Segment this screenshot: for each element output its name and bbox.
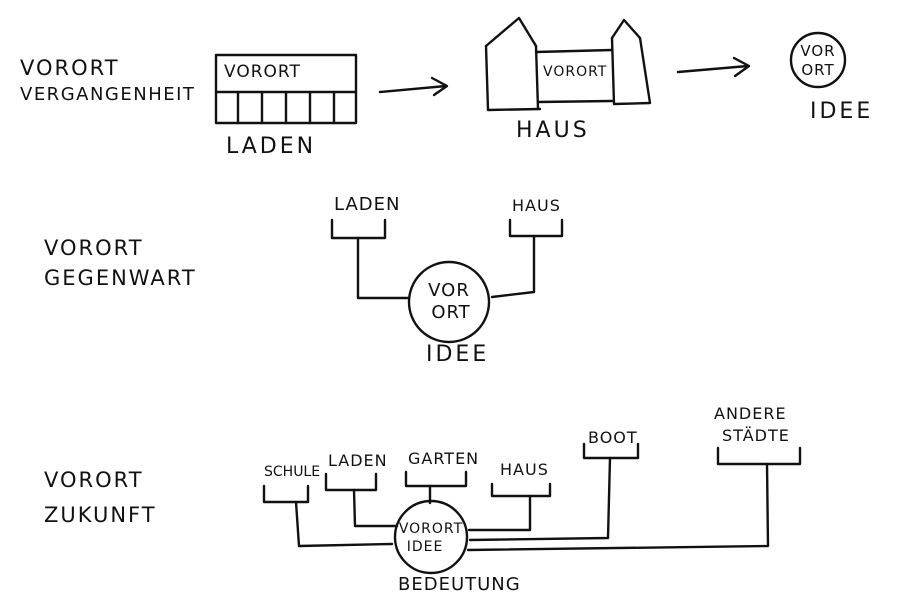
house-left-roof	[484, 16, 538, 48]
future-node-boot: BOOT	[588, 428, 638, 447]
present-center-line2: ORT	[431, 302, 471, 323]
house-bottom-edge	[536, 99, 614, 104]
house-top-edge	[534, 48, 614, 54]
connector-andere-staedte	[466, 462, 770, 552]
future-node-garten: GARTEN	[408, 449, 480, 468]
past-idea-caption: IDEE	[810, 99, 874, 124]
past-house	[484, 16, 652, 112]
past-idea-circle-line2: ORT	[801, 61, 835, 79]
row-subtitle-past: VERGANGENHEIT	[20, 84, 196, 105]
present-node-haus: HAUS	[512, 196, 561, 215]
row-title-past: VORORT	[20, 56, 120, 80]
bracket-andere-staedte	[716, 446, 802, 466]
row-title-present: VORORT	[44, 236, 144, 260]
row-title-future: VORORT	[44, 468, 144, 492]
row-subtitle-present: GEGENWART	[44, 266, 197, 290]
bracket-laden	[330, 218, 387, 240]
shop-caption: LADEN	[226, 134, 317, 159]
present-center-caption: IDEE	[426, 342, 490, 367]
connector-boot	[468, 456, 612, 542]
future-node-staedte: STÄDTE	[722, 426, 790, 445]
future-node-andere: ANDERE	[714, 404, 787, 423]
past-idea-circle	[789, 31, 847, 89]
house-right-tower	[610, 36, 652, 106]
house-caption: HAUS	[516, 118, 590, 143]
future-center-line2: IDEE	[406, 539, 444, 555]
future-node-schule: SCHULE	[264, 464, 321, 480]
house-left-tower	[484, 44, 542, 112]
present-idea-circle	[407, 260, 491, 344]
present-connectors	[330, 218, 564, 344]
future-center-caption: BEDEUTUNG	[398, 574, 521, 595]
shop-sign-label: VORORT	[224, 62, 301, 82]
arrow-head	[430, 76, 449, 97]
bracket-haus	[508, 218, 564, 238]
house-sign-label: VORORT	[543, 64, 608, 80]
future-idea-circle	[393, 499, 469, 575]
present-node-laden: LADEN	[334, 194, 401, 215]
future-center-line1: VORORT	[398, 521, 464, 537]
future-connectors	[262, 442, 802, 575]
connector-haus	[467, 494, 532, 532]
row-subtitle-future: ZUKUNFT	[44, 503, 157, 527]
arrow-head	[732, 56, 751, 78]
future-node-haus: HAUS	[500, 460, 549, 479]
bracket-laden	[324, 472, 378, 492]
present-center-line1: VOR	[428, 280, 470, 301]
future-node-laden: LADEN	[328, 451, 388, 470]
bracket-schule	[262, 484, 310, 504]
connector-haus	[490, 234, 536, 299]
past-idea-circle-line1: VOR	[800, 42, 836, 60]
connector-schule	[294, 500, 394, 548]
house-right-roof	[610, 18, 642, 40]
arrow-shaft	[378, 84, 448, 94]
connector-laden	[356, 236, 411, 300]
bracket-garten	[404, 470, 468, 488]
bracket-haus	[490, 482, 552, 498]
past-shop	[214, 53, 358, 125]
house-left-tower-edge	[534, 44, 540, 111]
connector-laden	[352, 488, 399, 528]
arrow-shaft	[676, 64, 750, 74]
